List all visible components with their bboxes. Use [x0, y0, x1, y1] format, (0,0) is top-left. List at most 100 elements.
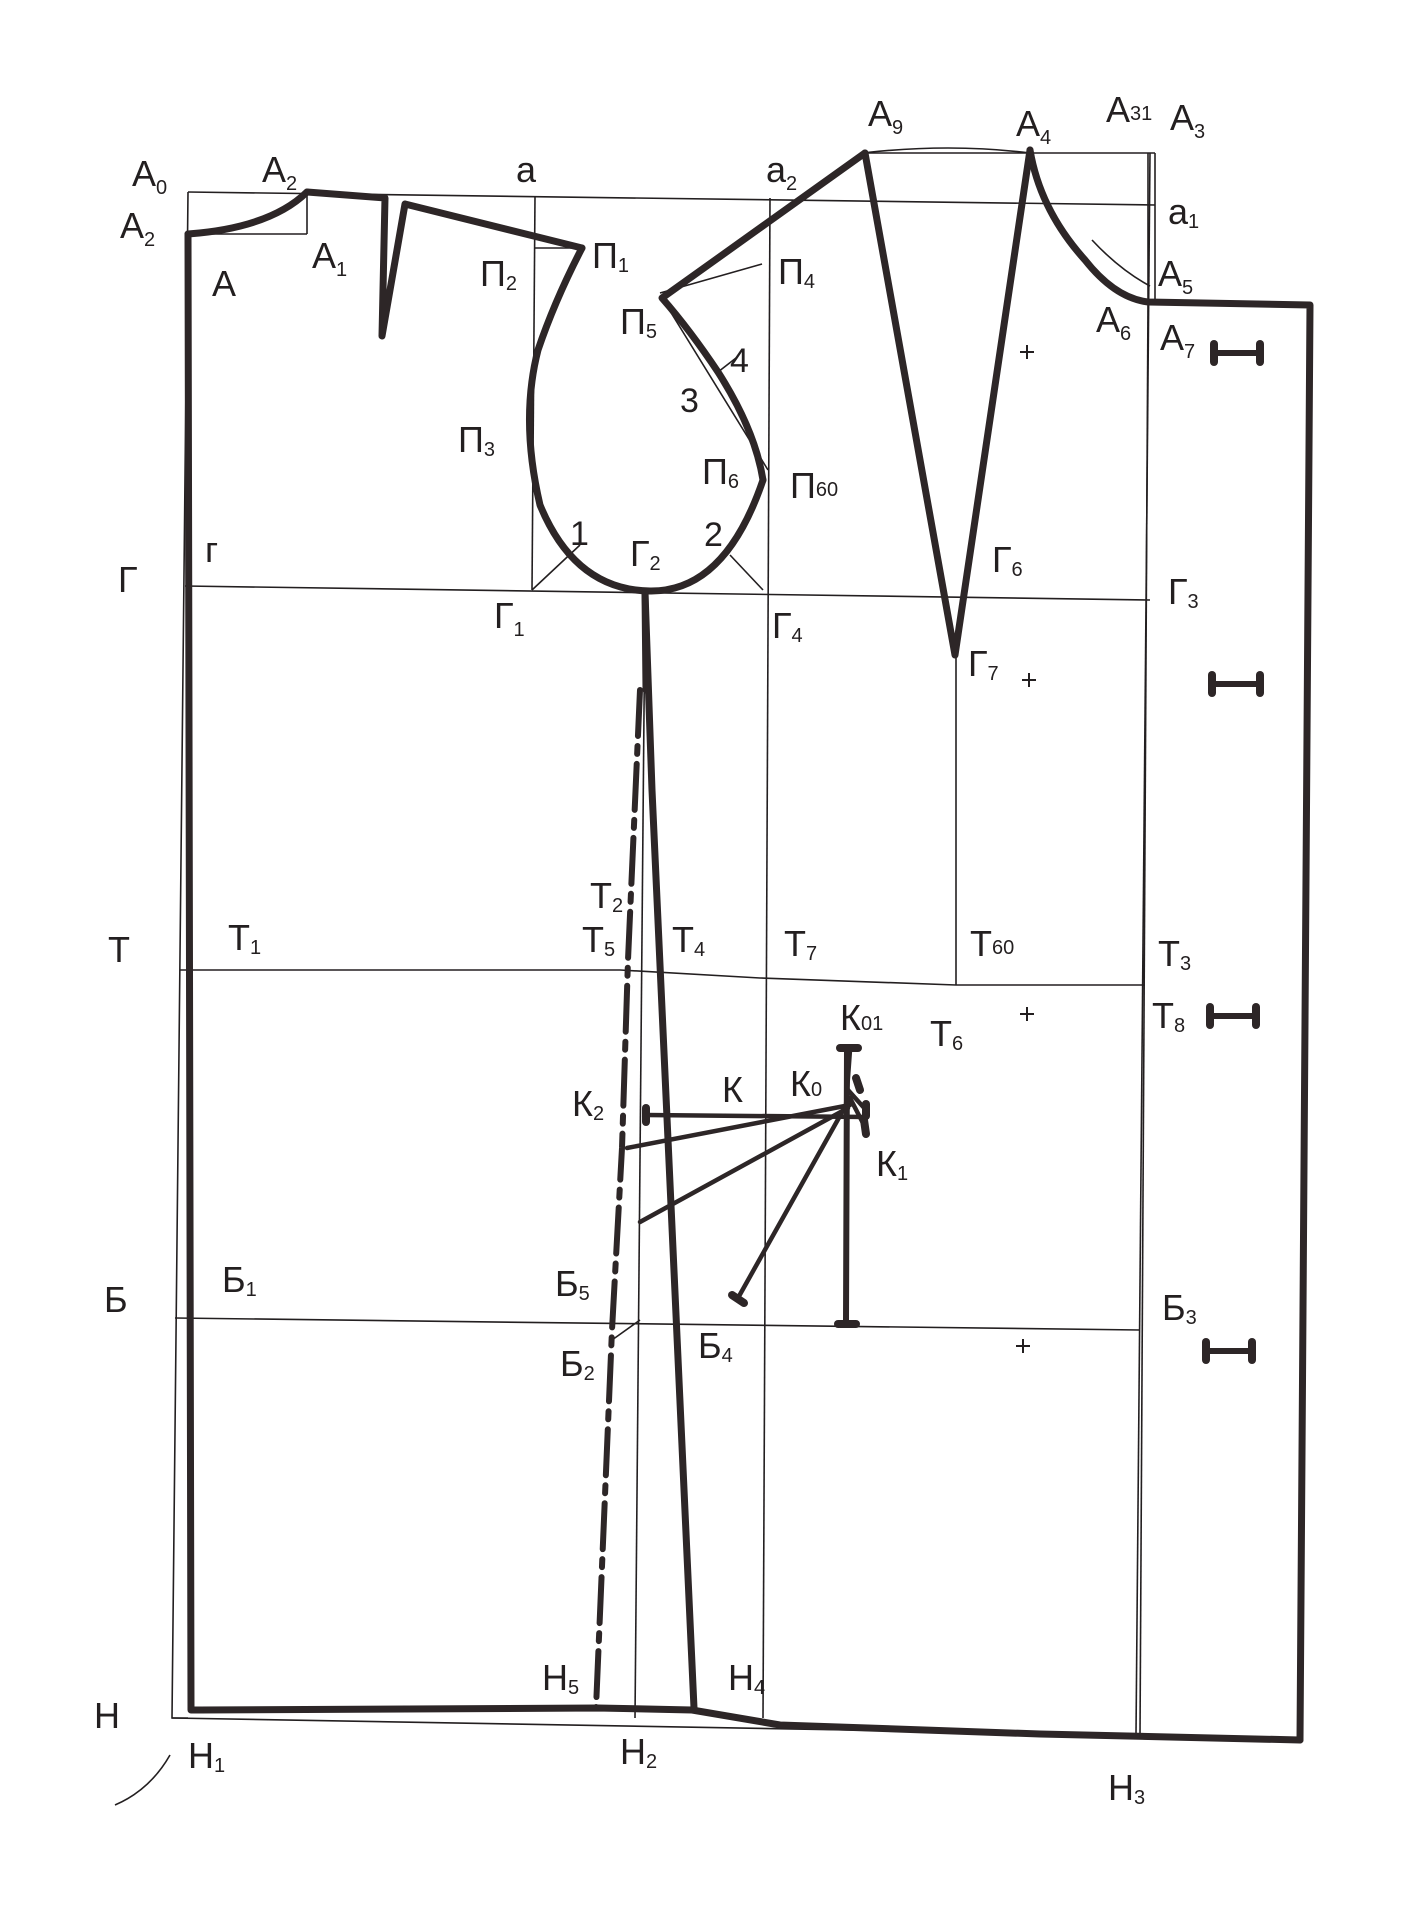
label-G7: Г7	[968, 643, 999, 685]
label-K1: К1	[876, 1143, 908, 1185]
construction-grid	[114, 147, 1156, 1806]
side-seam-back-dashed	[593, 687, 643, 1711]
plus-mark	[1016, 1339, 1030, 1353]
plus-marks	[1016, 345, 1036, 1353]
label-P2: П2	[480, 253, 517, 295]
label-T3: Т3	[1158, 933, 1191, 975]
label-T7: Т7	[784, 923, 817, 965]
label-g: г	[205, 529, 218, 570]
grid-neck-curve-guide	[1091, 239, 1151, 287]
label-A: А	[212, 263, 236, 304]
side-seam-top	[641, 588, 650, 694]
label-P3: П3	[458, 419, 495, 461]
label-n1: 1	[570, 515, 589, 553]
label-G4: Г4	[772, 605, 803, 647]
grid-shoulder-arc	[861, 147, 1031, 154]
label-A3: А3	[1170, 97, 1205, 143]
label-H5: Н5	[542, 1657, 579, 1699]
grid-chest-diag-2	[729, 554, 764, 591]
label-a1: а1	[1168, 191, 1199, 233]
back-center-line	[184, 230, 204, 1714]
label-A31: А31	[1106, 89, 1152, 130]
label-T-line: Т	[108, 929, 130, 970]
dart-construction	[624, 1044, 870, 1328]
grid-b2-tick	[611, 1319, 641, 1341]
cap-k1a	[860, 1116, 870, 1138]
label-A6: А6	[1096, 299, 1131, 345]
pattern-outline	[184, 146, 1314, 1744]
grid-waist-line	[180, 969, 1145, 986]
label-A2-left: А2	[120, 205, 155, 251]
grid-right-panel-v	[1139, 299, 1149, 1736]
label-A2-top: А2	[262, 149, 297, 195]
cap-low	[728, 1291, 748, 1307]
back-armhole	[525, 244, 767, 595]
label-n3: 3	[680, 382, 699, 420]
label-P1: П1	[592, 235, 629, 277]
point-labels: А0 А2 А2 а а2 А9 А4 А31 А3 а1 А5 А6 А7 А…	[94, 89, 1205, 1809]
dart-k0-low	[735, 1095, 853, 1301]
back-shoulder-with-dart	[303, 188, 586, 340]
label-A1: А1	[312, 235, 347, 281]
label-T2: Т2	[590, 875, 623, 917]
label-P60: П60	[790, 465, 838, 506]
label-K2: К2	[572, 1083, 604, 1125]
dart-vertical	[843, 1047, 850, 1325]
buttonhole-1	[1210, 340, 1264, 366]
label-T4: Т4	[672, 919, 705, 961]
label-B2: Б2	[560, 1343, 595, 1385]
label-T8: Т8	[1152, 995, 1185, 1037]
plus-mark	[1022, 673, 1036, 687]
grid-side-guide	[634, 599, 646, 1719]
buttonhole-marks	[1202, 340, 1264, 1364]
front-armhole-upper	[658, 149, 869, 484]
label-A4: А4	[1016, 103, 1051, 149]
grid-hip-line	[174, 1317, 1141, 1331]
cap-k0	[852, 1074, 864, 1094]
label-G6: Г6	[992, 539, 1023, 581]
label-K0: К0	[790, 1063, 822, 1104]
label-B3: Б3	[1162, 1287, 1197, 1329]
label-H1: Н1	[188, 1735, 225, 1777]
label-P4: П4	[778, 251, 815, 293]
label-T6: Т6	[930, 1013, 963, 1055]
hem-line	[196, 1704, 1304, 1744]
label-T1: Т1	[228, 917, 261, 959]
plus-mark	[1020, 1007, 1034, 1021]
label-B1: Б1	[222, 1259, 257, 1301]
hem-arc	[114, 1754, 171, 1806]
label-a: а	[516, 149, 537, 190]
front-shoulder-dart	[861, 146, 1034, 659]
buttonhole-2	[1208, 671, 1264, 697]
label-a2: а2	[766, 149, 797, 195]
label-G-line: Г	[118, 559, 138, 600]
buttonhole-3	[1206, 1003, 1260, 1029]
label-A7: А7	[1160, 317, 1195, 363]
label-G2: Г2	[630, 533, 661, 575]
front-neckline	[1026, 146, 1314, 1744]
label-H3: Н3	[1108, 1767, 1145, 1809]
label-G3: Г3	[1168, 571, 1199, 613]
grid-34-tick	[717, 357, 737, 373]
label-n4: 4	[730, 342, 749, 380]
label-P6: П6	[702, 451, 739, 493]
label-T60: Т60	[970, 923, 1014, 964]
label-A5: А5	[1158, 253, 1193, 299]
label-H4: Н4	[728, 1657, 765, 1699]
dart-k0-b	[637, 1105, 851, 1225]
label-n2: 2	[704, 516, 723, 554]
label-B-line: Б	[104, 1279, 128, 1320]
plus-mark	[1020, 345, 1034, 359]
label-T5: Т5	[582, 919, 615, 961]
label-P5: П5	[620, 301, 657, 343]
label-K: К	[722, 1069, 743, 1110]
label-A9: А9	[868, 93, 903, 139]
dart-k2-k0	[624, 1102, 853, 1151]
grid-armhole-right-v	[762, 197, 771, 1719]
side-seam-front	[641, 588, 698, 1712]
label-H2: Н2	[620, 1731, 657, 1773]
buttonhole-4	[1202, 1338, 1256, 1364]
label-G1: Г1	[494, 595, 525, 641]
